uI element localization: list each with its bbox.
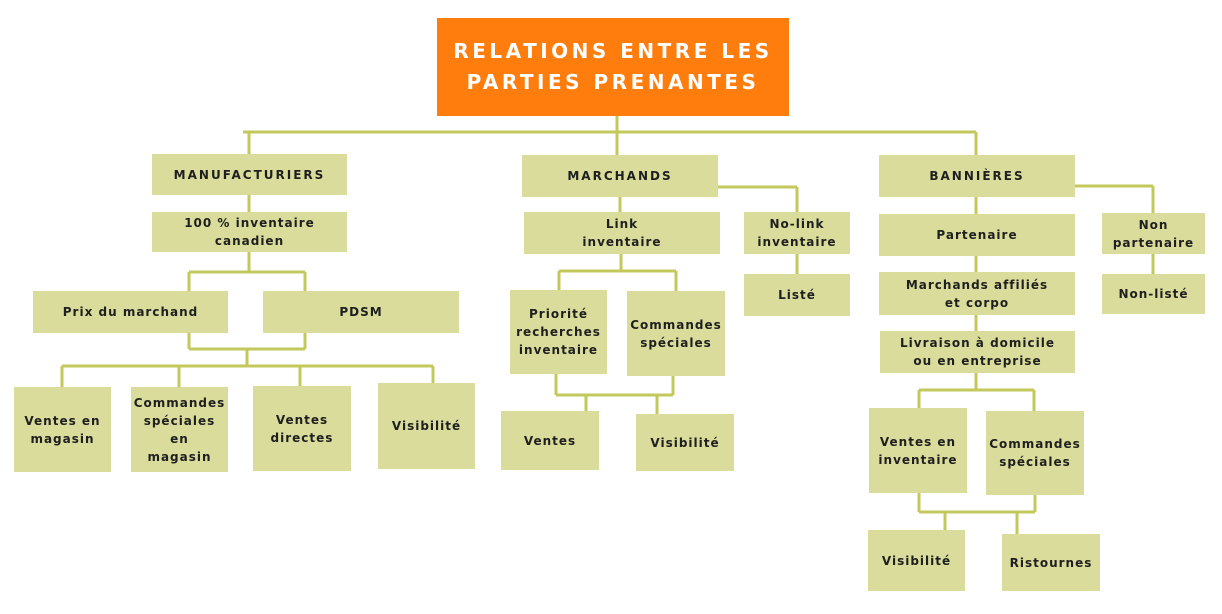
node-no-link-inventaire: No-link inventaire bbox=[744, 212, 850, 254]
diagram-title: RELATIONS ENTRE LES PARTIES PRENANTES bbox=[437, 18, 789, 116]
node-partenaire: Partenaire bbox=[879, 214, 1075, 256]
node-inventaire-canadien: 100 % inventaire canadien bbox=[152, 212, 347, 252]
node-ventes-en-magasin: Ventes en magasin bbox=[14, 387, 111, 472]
node-marchands-affilies-corpo: Marchands affiliés et corpo bbox=[879, 272, 1075, 315]
node-visibilite-bannieres: Visibilité bbox=[868, 530, 965, 591]
category-bannieres: BANNIÈRES bbox=[879, 155, 1075, 197]
node-ventes-en-inventaire: Ventes en inventaire bbox=[869, 408, 967, 493]
node-livraison-domicile-entreprise: Livraison à domicile ou en entreprise bbox=[880, 331, 1075, 373]
category-manufacturiers: MANUFACTURIERS bbox=[152, 154, 347, 195]
node-commandes-speciales-marchands: Commandes spéciales bbox=[627, 291, 725, 376]
node-priorite-recherches-inventaire: Priorité recherches inventaire bbox=[510, 290, 607, 374]
node-link-inventaire: Link inventaire bbox=[524, 212, 720, 254]
node-ventes-marchands: Ventes bbox=[501, 411, 599, 470]
node-commandes-speciales-en-magasin: Commandes spéciales en magasin bbox=[131, 387, 228, 472]
node-non-liste: Non-listé bbox=[1102, 274, 1205, 314]
node-visibilite-marchands: Visibilité bbox=[636, 414, 734, 471]
node-prix-du-marchand: Prix du marchand bbox=[33, 291, 228, 333]
node-commandes-speciales-bannieres: Commandes spéciales bbox=[986, 411, 1084, 495]
node-non-partenaire: Non partenaire bbox=[1102, 213, 1205, 254]
node-ventes-directes: Ventes directes bbox=[253, 386, 351, 471]
node-visibilite-manufacturiers: Visibilité bbox=[378, 383, 475, 469]
node-ristournes: Ristournes bbox=[1002, 534, 1100, 591]
category-marchands: MARCHANDS bbox=[522, 155, 718, 197]
node-pdsm: PDSM bbox=[263, 291, 459, 333]
node-liste: Listé bbox=[744, 274, 850, 316]
